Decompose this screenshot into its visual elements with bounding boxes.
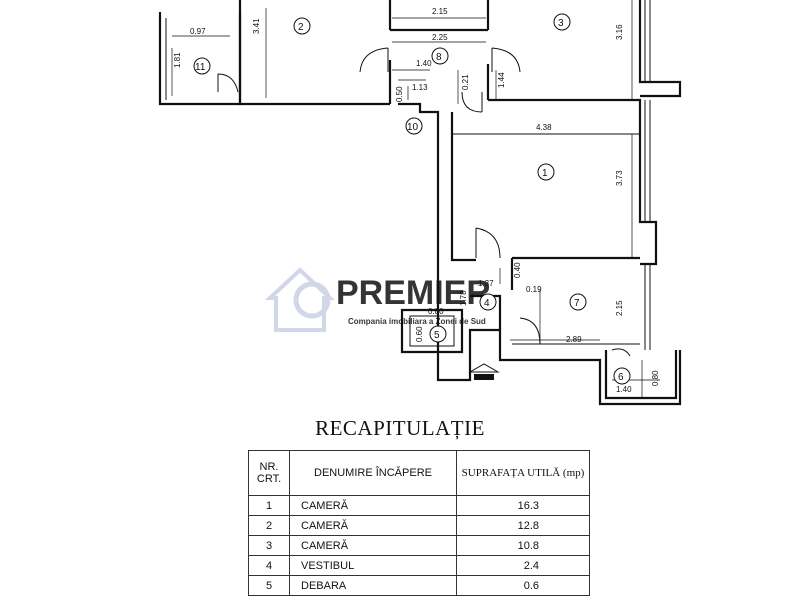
row-name: CAMERĂ — [289, 495, 457, 516]
row-area: 16.3 — [456, 495, 590, 516]
svg-text:10: 10 — [407, 122, 419, 133]
svg-text:5: 5 — [434, 330, 440, 341]
floor-plan: 3.41 0.97 1.81 2.15 2.25 1.40 1.13 0.50 … — [158, 0, 682, 406]
dim-1-81: 1.81 — [173, 52, 182, 68]
entrance-step — [474, 374, 494, 380]
dimension-lines — [171, 0, 660, 398]
wall-room-7 — [498, 256, 682, 406]
wall-room-1-left — [450, 112, 476, 262]
row-nr: 4 — [248, 555, 290, 576]
table-row: 5 DEBARA 0.6 — [248, 575, 590, 596]
svg-text:2: 2 — [298, 22, 304, 33]
wall-room-2 — [238, 0, 390, 106]
door-arc-4 — [475, 227, 501, 259]
row-name: CAMERĂ — [289, 535, 457, 556]
room-marker-10: 10 — [405, 117, 423, 135]
dim-3-41: 3.41 — [252, 18, 261, 34]
dim-1-44: 1.44 — [497, 72, 506, 88]
row-area: 0.6 — [456, 575, 590, 596]
room-marker-4: 4 — [479, 293, 497, 311]
dim-4-38: 4.38 — [536, 123, 552, 132]
wall-room-1 — [488, 98, 658, 266]
dim-1-37: 1.37 — [478, 279, 494, 288]
door-arc-11 — [217, 73, 239, 93]
room-marker-8: 8 — [431, 47, 449, 65]
svg-text:3: 3 — [558, 18, 564, 29]
dim-0-21: 0.21 — [461, 74, 470, 90]
dim-0-19: 0.19 — [526, 285, 542, 294]
door-arc-8-left — [359, 47, 389, 73]
dim-0-60: 0.60 — [415, 326, 424, 342]
svg-text:7: 7 — [574, 298, 580, 309]
dim-3-16: 3.16 — [615, 24, 624, 40]
dim-2-15-right: 2.15 — [615, 300, 624, 316]
window-right-mid — [644, 100, 651, 350]
table-header-row: NR. CRT. DENUMIRE ÎNCĂPERE SUPRAFAȚA UTI… — [248, 450, 590, 496]
wall-room-3 — [486, 0, 682, 98]
room-marker-7: 7 — [569, 293, 587, 311]
room-marker-3: 3 — [553, 13, 571, 31]
room-marker-1: 1 — [537, 163, 555, 181]
room-marker-6: 6 — [613, 367, 631, 385]
table-row: 3 CAMERĂ 10.8 — [248, 535, 590, 556]
dim-0-40: 0.40 — [513, 262, 522, 278]
row-nr: 2 — [248, 515, 290, 536]
dim-1-40-bottom: 1.40 — [616, 385, 632, 394]
wall-room-4 — [470, 294, 502, 336]
window-right-top — [644, 0, 651, 82]
room-marker-5: 5 — [429, 325, 447, 343]
table-row: 1 CAMERĂ 16.3 — [248, 495, 590, 516]
header-name: DENUMIRE ÎNCĂPERE — [289, 450, 457, 496]
row-nr: 1 — [248, 495, 290, 516]
door-arc-8-right — [491, 47, 521, 73]
entrance-arrow — [468, 363, 500, 373]
row-nr: 5 — [248, 575, 290, 596]
magnifier-icon — [293, 281, 331, 319]
dim-0-50: 0.50 — [395, 86, 404, 102]
dim-1-78: 1.78 — [459, 290, 468, 306]
watermark: PREMIER Compania imobiliara a Zonei de S… — [264, 267, 491, 332]
svg-text:6: 6 — [618, 372, 624, 383]
dim-3-73: 3.73 — [615, 170, 624, 186]
dim-0-80-right: 0.80 — [651, 370, 660, 386]
row-name: CAMERĂ — [289, 515, 457, 536]
table-row: 2 CAMERĂ 12.8 — [248, 515, 590, 536]
svg-text:8: 8 — [436, 52, 442, 63]
door-arc-6 — [611, 348, 631, 357]
header-area: SUPRAFAȚA UTILĂ (mp) — [456, 450, 590, 496]
watermark-tagline: Compania imobiliara a Zonei de Sud — [348, 317, 486, 326]
row-nr: 3 — [248, 535, 290, 556]
row-area: 10.8 — [456, 535, 590, 556]
room-marker-11: 11 — [193, 57, 211, 75]
door-arc-10 — [461, 91, 483, 113]
house-logo-icon — [264, 267, 336, 332]
dim-2-25: 2.25 — [432, 33, 448, 42]
wall-corridor — [388, 28, 500, 382]
dim-1-40-top: 1.40 — [416, 59, 432, 68]
dim-2-89: 2.89 — [566, 335, 582, 344]
row-area: 2.4 — [456, 555, 590, 576]
row-name: VESTIBUL — [289, 555, 457, 576]
header-nr: NR. CRT. — [248, 450, 290, 496]
row-name: DEBARA — [289, 575, 457, 596]
room-marker-2: 2 — [293, 17, 311, 35]
svg-text:4: 4 — [484, 298, 490, 309]
dim-1-13: 1.13 — [412, 83, 428, 92]
row-area: 12.8 — [456, 515, 590, 536]
watermark-brand: PREMIER — [336, 274, 491, 312]
dim-0-80-left: 0.80 — [428, 307, 444, 316]
svg-text:11: 11 — [195, 62, 206, 73]
room-5-inner — [409, 315, 455, 347]
dim-2-15-top: 2.15 — [432, 7, 448, 16]
wall-room-5 — [400, 308, 464, 354]
table-row: 4 VESTIBUL 2.4 — [248, 555, 590, 576]
svg-text:1: 1 — [542, 168, 548, 179]
recap-title: RECAPITULAȚIE — [315, 416, 485, 440]
recap-table: NR. CRT. DENUMIRE ÎNCĂPERE SUPRAFAȚA UTI… — [248, 450, 590, 596]
dim-0-97: 0.97 — [190, 27, 206, 36]
